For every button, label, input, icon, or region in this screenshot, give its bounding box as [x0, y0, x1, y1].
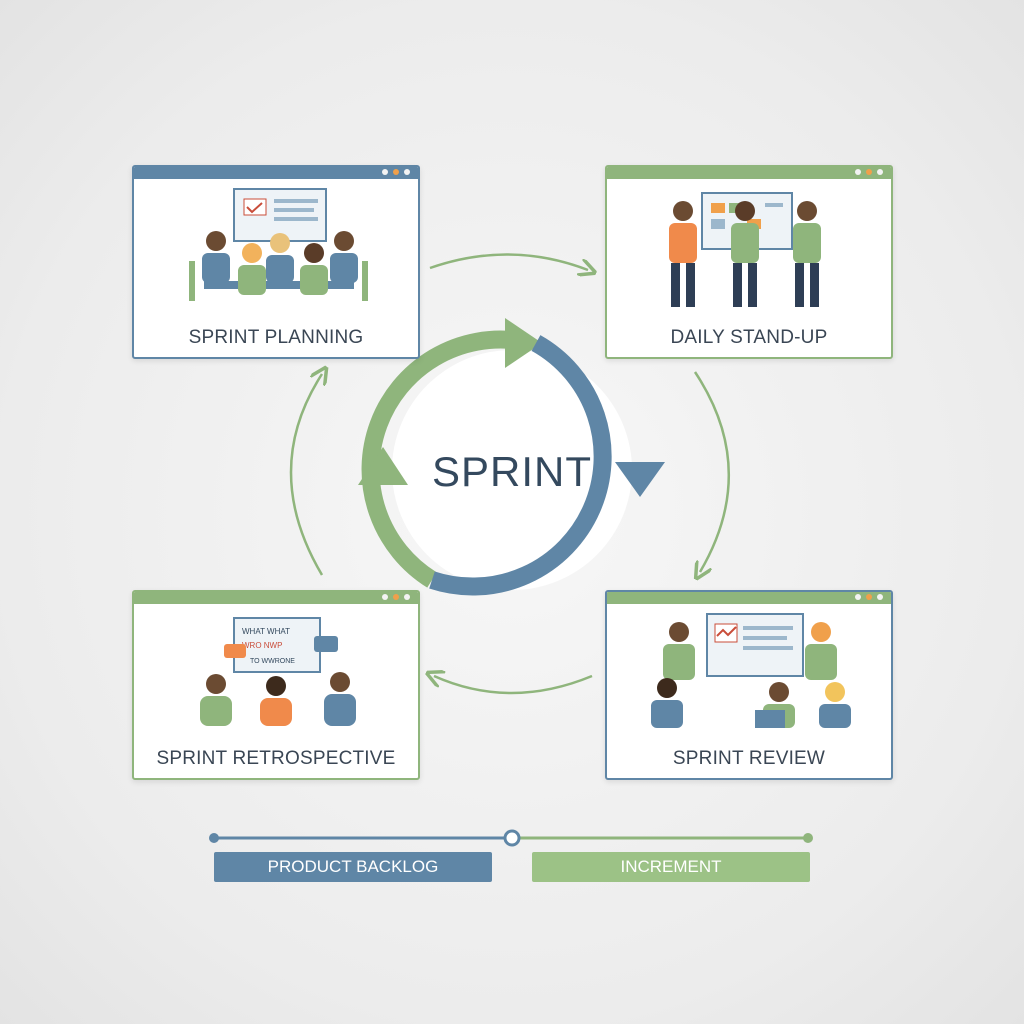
card-titlebar: [134, 167, 418, 179]
product-backlog-label: PRODUCT BACKLOG: [214, 852, 492, 882]
timeline-track: [209, 829, 813, 847]
card-caption: SPRINT RETROSPECTIVE: [156, 748, 396, 769]
timeline-start-dot: [209, 833, 219, 843]
card-sprint-planning: SPRINT PLANNING: [132, 165, 420, 359]
increment-label: INCREMENT: [532, 852, 810, 882]
timeline-mid-node: [503, 829, 521, 847]
arrow-review-to-retro: [434, 676, 593, 695]
review-illustration: [651, 613, 851, 728]
board-text-3: TO WWRONE: [250, 658, 295, 665]
cycle-arc-blue: [429, 335, 612, 596]
sprint-center-label: SPRINT: [431, 448, 592, 495]
card-titlebar: [607, 592, 891, 604]
arrow-planning-to-standup: [429, 253, 588, 270]
arrow-retro-to-planning: [289, 374, 322, 576]
standup-illustration: [669, 192, 821, 307]
cycle-arrowhead-right: [615, 462, 665, 497]
card-titlebar: [134, 592, 418, 604]
retro-illustration: WHAT WHAT WRO NWP TO WWRONE: [200, 617, 356, 726]
card-titlebar: [607, 167, 891, 179]
board-text-1: WHAT WHAT: [242, 627, 290, 636]
cycle-arc-green: [361, 330, 522, 588]
board-text-2: WRO NWP: [242, 641, 282, 650]
card-caption: SPRINT PLANNING: [188, 327, 364, 348]
card-sprint-retrospective: WHAT WHAT WRO NWP TO WWRONE SPRINT RETRO…: [132, 590, 420, 780]
card-sprint-review: SPRINT REVIEW: [605, 590, 893, 780]
card-caption: SPRINT REVIEW: [672, 748, 826, 769]
cycle-arrowhead-left: [358, 447, 408, 485]
cycle-arrowhead-top: [505, 318, 542, 368]
card-caption: DAILY STAND-UP: [670, 327, 828, 348]
planning-illustration: [189, 188, 368, 301]
arrow-standup-to-review: [695, 371, 731, 572]
timeline-end-dot: [803, 833, 813, 843]
card-daily-standup: DAILY STAND-UP: [605, 165, 893, 359]
